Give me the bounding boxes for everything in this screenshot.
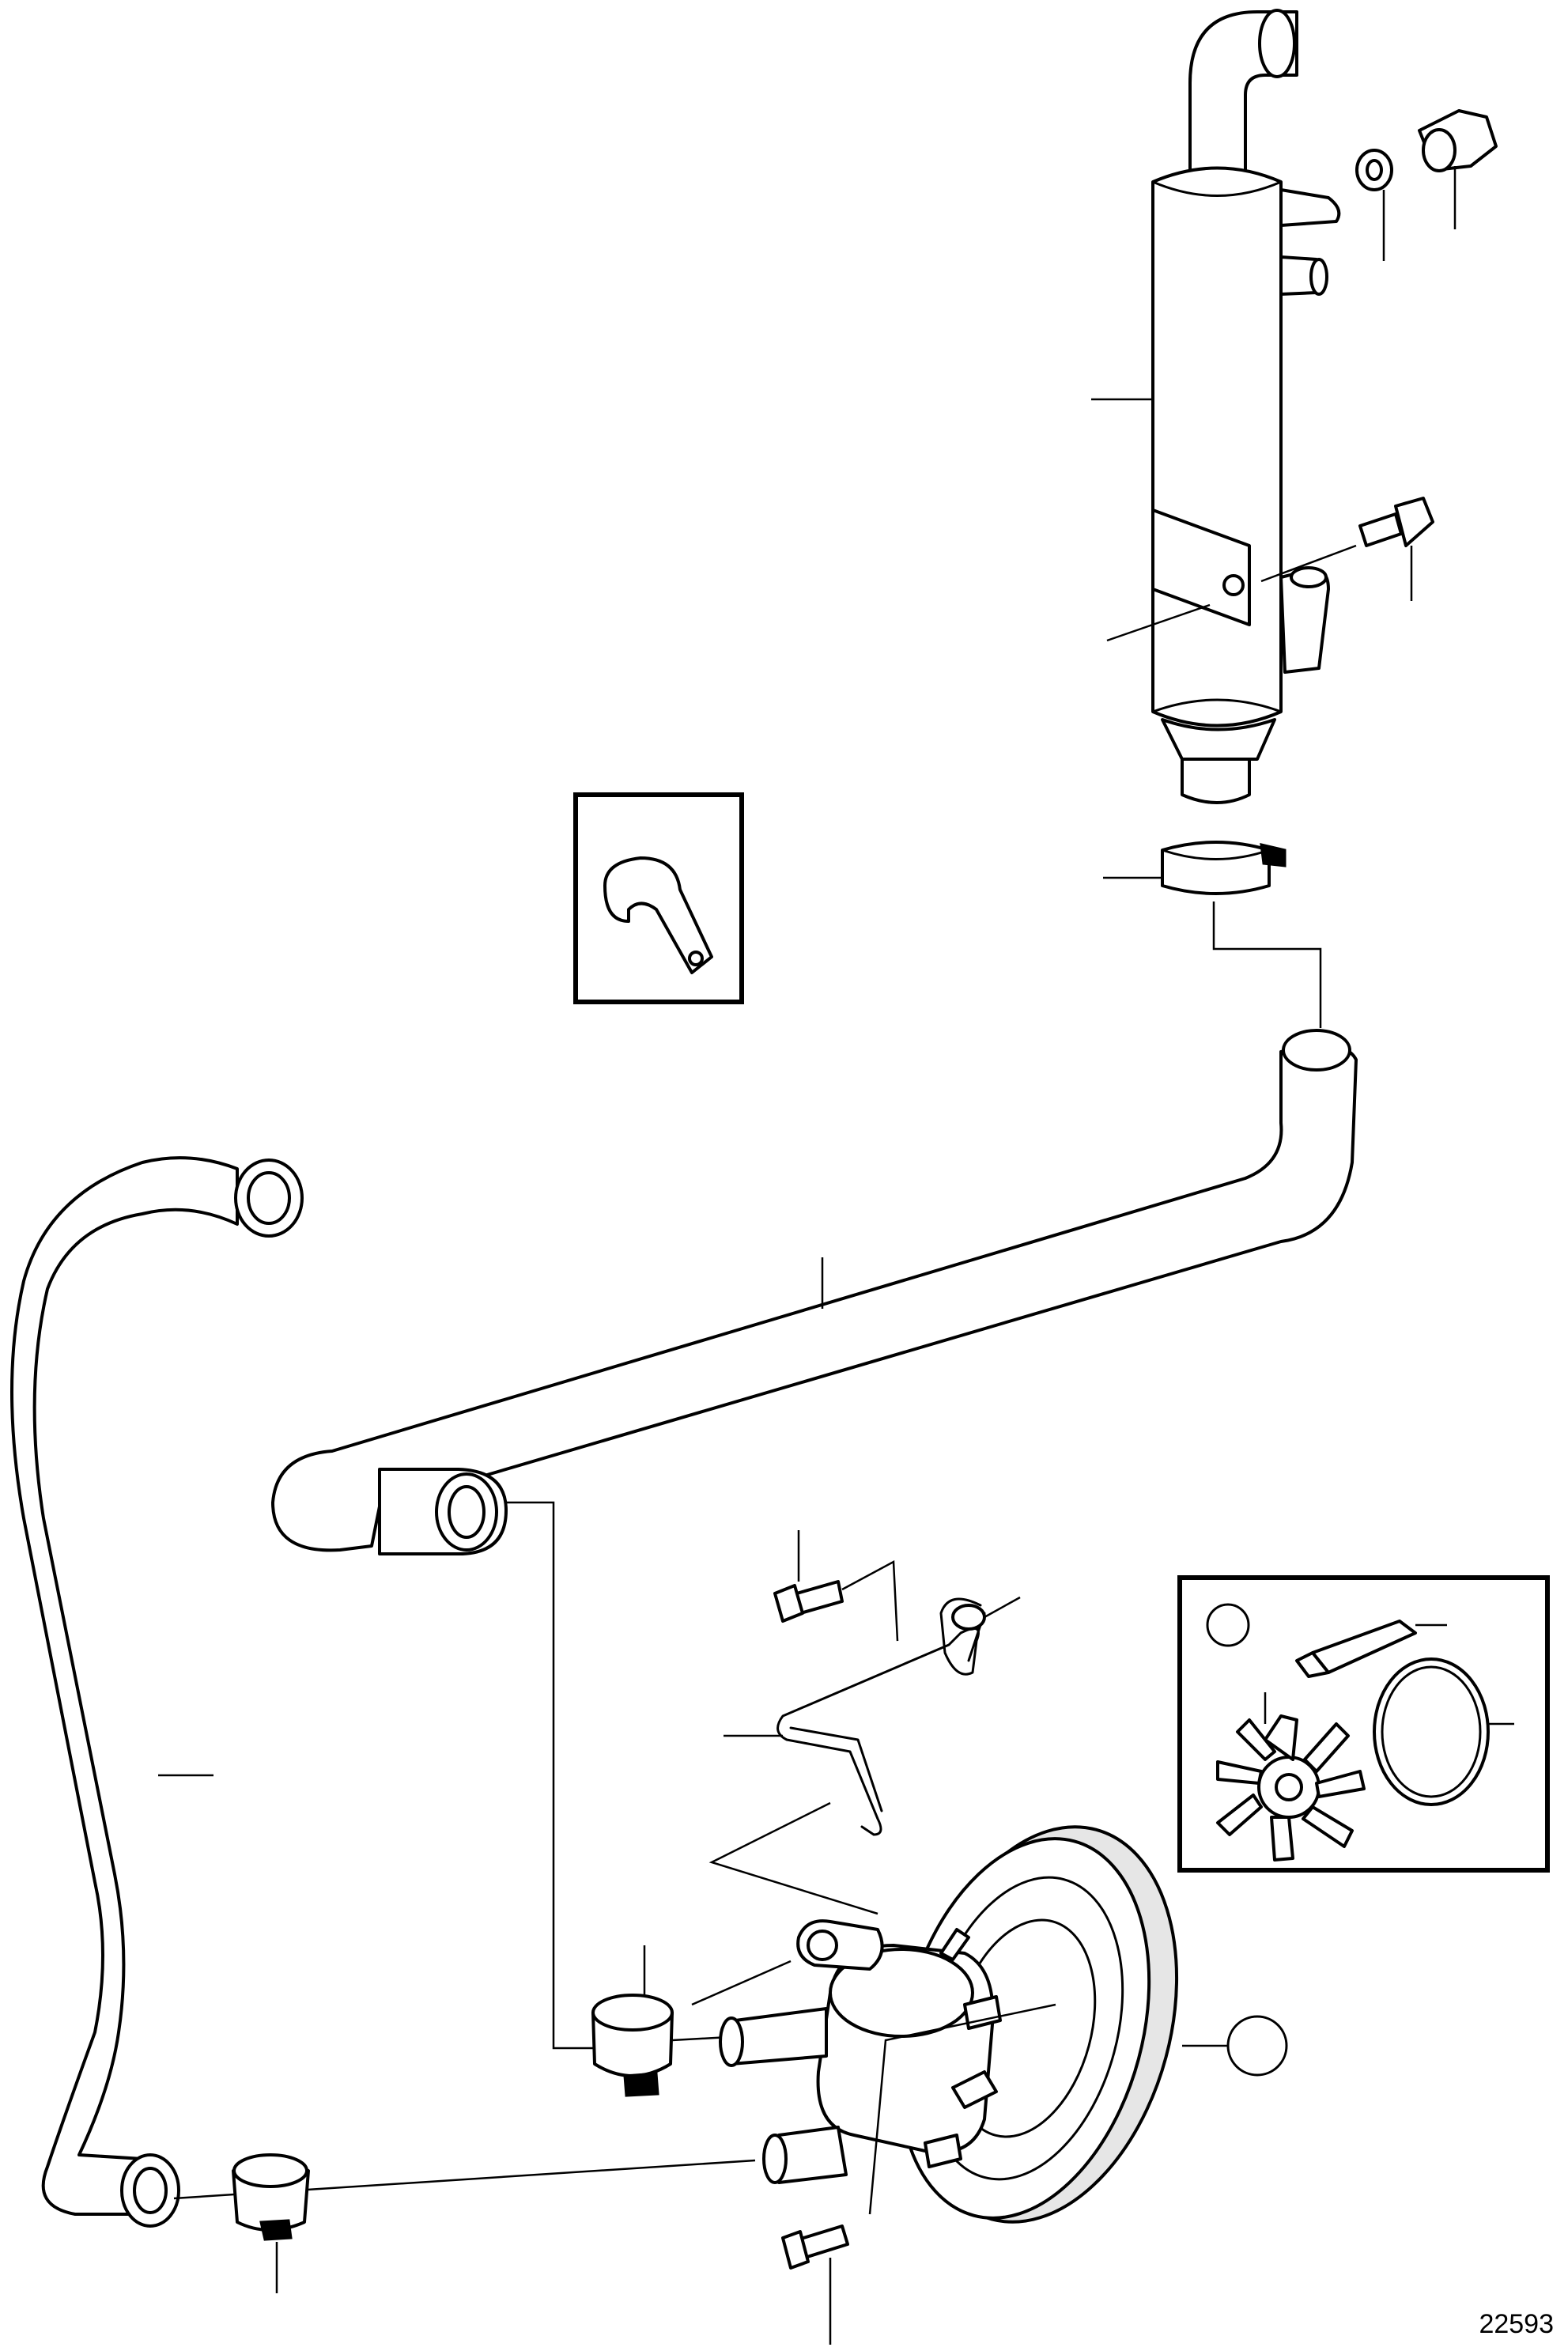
cooler-outlet-stub bbox=[1181, 758, 1251, 804]
cooler-upper-side-stub bbox=[1279, 188, 1341, 227]
long-cooler-hose bbox=[271, 1029, 1358, 2050]
cooler-bracket-band bbox=[1151, 508, 1251, 626]
cooler-middle-stub-opening bbox=[1309, 258, 1328, 296]
service-kit-box bbox=[1177, 1575, 1550, 1873]
drain-plug-set bbox=[1355, 109, 1498, 261]
cooler-body bbox=[1151, 166, 1283, 728]
kit-frame bbox=[1177, 1575, 1550, 1873]
hose-upper-opening bbox=[1282, 1029, 1351, 1072]
leader-bolt-to-bracket bbox=[1260, 544, 1357, 583]
left-suction-hose bbox=[10, 1156, 756, 2228]
bracket-bolt bbox=[1260, 497, 1434, 601]
bracket-hole bbox=[1222, 574, 1245, 596]
pump-hose-clamp bbox=[591, 1945, 744, 2097]
upper-hose-clamp bbox=[1103, 841, 1322, 1028]
sea-water-pump bbox=[691, 1825, 1288, 2224]
long-hose-body bbox=[271, 1044, 1358, 1552]
p-clamp bbox=[603, 856, 713, 974]
cooler-top-rim bbox=[1151, 180, 1283, 197]
inset-p-clamp-box bbox=[573, 792, 744, 1004]
cooler-bottom-cone bbox=[1161, 718, 1276, 761]
bleed-pipe bbox=[776, 1597, 982, 1836]
cooler-assembly bbox=[1151, 9, 1341, 804]
kit-reference-circle bbox=[1206, 1603, 1250, 1647]
cooler-top-opening bbox=[1258, 9, 1296, 78]
leader-hose-to-pump-clamp bbox=[506, 1501, 593, 2050]
leader-clamp-to-hose bbox=[1212, 901, 1322, 1028]
leader-pipe-eye bbox=[984, 1596, 1021, 1619]
inset-frame bbox=[573, 792, 744, 1004]
impeller bbox=[1216, 1714, 1366, 1862]
bolt-and-bleed-pipe bbox=[708, 1530, 1021, 1915]
leader-pump-body bbox=[868, 2003, 1056, 2215]
leader-pipe-ends bbox=[708, 1801, 878, 1915]
bottom-screw bbox=[781, 2224, 849, 2345]
small-bolt-head bbox=[773, 1584, 804, 1623]
figure-number: 22593 bbox=[1479, 2309, 1554, 2339]
lower-fitting-opening bbox=[1290, 566, 1328, 588]
lower-left-clamp bbox=[232, 2153, 310, 2293]
cooler-bottom-rim bbox=[1151, 698, 1283, 713]
o-ring bbox=[1373, 1657, 1490, 1806]
left-hose-body bbox=[10, 1156, 239, 2216]
grease-tube bbox=[1311, 1620, 1417, 1674]
leader-bracket bbox=[1106, 603, 1211, 642]
leader-bleed-fitting bbox=[691, 1960, 792, 2006]
pump-reference-circle bbox=[1226, 2015, 1288, 2077]
